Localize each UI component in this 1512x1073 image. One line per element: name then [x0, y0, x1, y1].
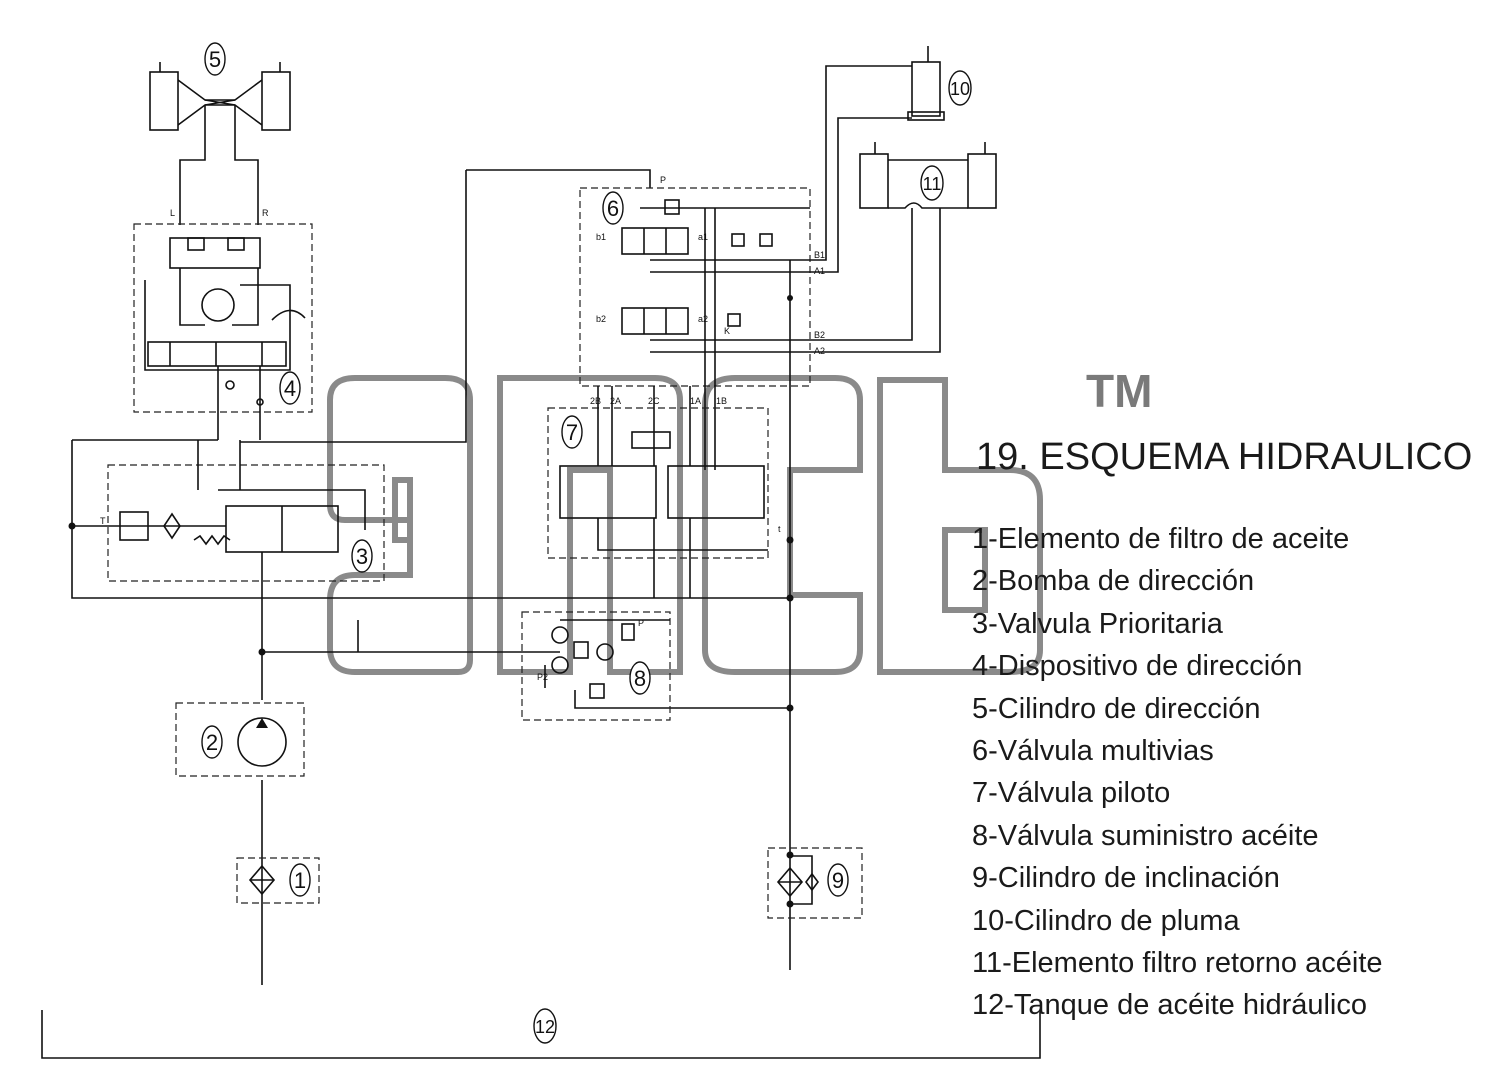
port-labels: L R T P P P2 b1 a1 b2 a2 B1 A1 B2 A2 2B … — [100, 175, 825, 682]
legend-item: 12-Tanque de acéite hidráulico — [972, 989, 1367, 1022]
legend-item: 5-Cilindro de dirección — [972, 692, 1261, 725]
legend-item: 1-Elemento de filtro de aceite — [972, 523, 1350, 555]
tilt-cylinder-pair — [810, 142, 997, 353]
svg-text:3: 3 — [356, 544, 368, 569]
legend-item: 9-Cilindro de inclinación — [972, 862, 1280, 895]
port-a1: a1 — [698, 232, 708, 242]
component-legend: 1-Elemento de filtro de aceite 2-Bomba d… — [972, 518, 1383, 1027]
legend-item: 4-Dispositivo de dirección — [972, 650, 1303, 683]
junction-dots — [68, 295, 794, 908]
callout-9: 9 — [827, 863, 849, 897]
callout-2: 2 — [201, 725, 223, 759]
svg-text:11: 11 — [923, 174, 942, 194]
callout-11: 11 — [920, 165, 944, 201]
trademark-mark: TM — [1086, 365, 1153, 417]
hydraulic-lines — [41, 169, 1041, 1059]
callout-7: 7 — [561, 415, 583, 449]
steering-pump — [175, 702, 305, 777]
callout-5: 5 — [204, 42, 226, 76]
legend-item: 6-Válvula multivias — [972, 734, 1214, 767]
port-R: R — [262, 208, 269, 218]
port-a2: a2 — [698, 314, 708, 324]
port-B1: B1 — [814, 250, 825, 260]
svg-text:1: 1 — [294, 868, 306, 893]
callout-4: 4 — [279, 371, 301, 405]
component-callouts: 5 4 3 2 1 6 7 8 9 10 11 12 — [201, 42, 972, 1044]
svg-text:2: 2 — [206, 730, 218, 755]
svg-text:6: 6 — [607, 196, 619, 221]
port-P-supply: P — [638, 618, 644, 628]
port-P: P — [660, 175, 666, 185]
callout-12: 12 — [533, 1008, 557, 1044]
port-2B: 2B — [590, 396, 601, 406]
legend-item: 8-Válvula suministro acéite — [972, 819, 1319, 852]
multi-way-valve — [579, 187, 811, 470]
port-b2: b2 — [596, 314, 606, 324]
legend-item: 3-Valvula Prioritaria — [972, 607, 1223, 640]
boom-cylinder — [810, 46, 945, 273]
svg-text:5: 5 — [209, 47, 221, 72]
port-1B: 1B — [716, 396, 727, 406]
port-b1: b1 — [596, 232, 606, 242]
svg-text:7: 7 — [566, 420, 578, 445]
legend-item: 10-Cilindro de pluma — [972, 904, 1240, 937]
callout-6: 6 — [602, 191, 624, 225]
diagram-title: 19. ESQUEMA HIDRAULICO — [976, 436, 1473, 478]
callout-10: 10 — [948, 70, 972, 106]
oil-filter — [236, 857, 320, 904]
port-2A: 2A — [610, 396, 621, 406]
port-L: L — [170, 208, 175, 218]
watermark-logo — [327, 375, 1043, 675]
svg-text:8: 8 — [634, 666, 646, 691]
pilot-valve — [547, 386, 769, 598]
port-t: t — [778, 524, 781, 534]
return-filter — [767, 847, 863, 919]
priority-valve — [72, 464, 385, 600]
port-A1: A1 — [814, 266, 825, 276]
svg-text:10: 10 — [950, 79, 970, 99]
port-K: K — [724, 326, 730, 336]
legend-item: 11-Elemento filtro retorno acéite — [972, 946, 1383, 979]
svg-text:12: 12 — [535, 1017, 555, 1037]
svg-text:4: 4 — [284, 376, 296, 401]
supply-valve — [521, 611, 671, 721]
port-P2: P2 — [537, 672, 548, 682]
svg-text:9: 9 — [832, 868, 844, 893]
legend-item: 7-Válvula piloto — [972, 777, 1171, 810]
port-B2: B2 — [814, 330, 825, 340]
port-T: T — [100, 516, 106, 526]
callout-8: 8 — [629, 661, 651, 695]
steering-unit — [133, 223, 313, 440]
port-2C: 2C — [648, 396, 660, 406]
callout-1: 1 — [289, 863, 311, 897]
callout-3: 3 — [351, 539, 373, 573]
port-A2: A2 — [814, 346, 825, 356]
steering-cylinder — [149, 62, 291, 225]
port-1A: 1A — [690, 396, 701, 406]
legend-item: 2-Bomba de dirección — [972, 565, 1255, 598]
